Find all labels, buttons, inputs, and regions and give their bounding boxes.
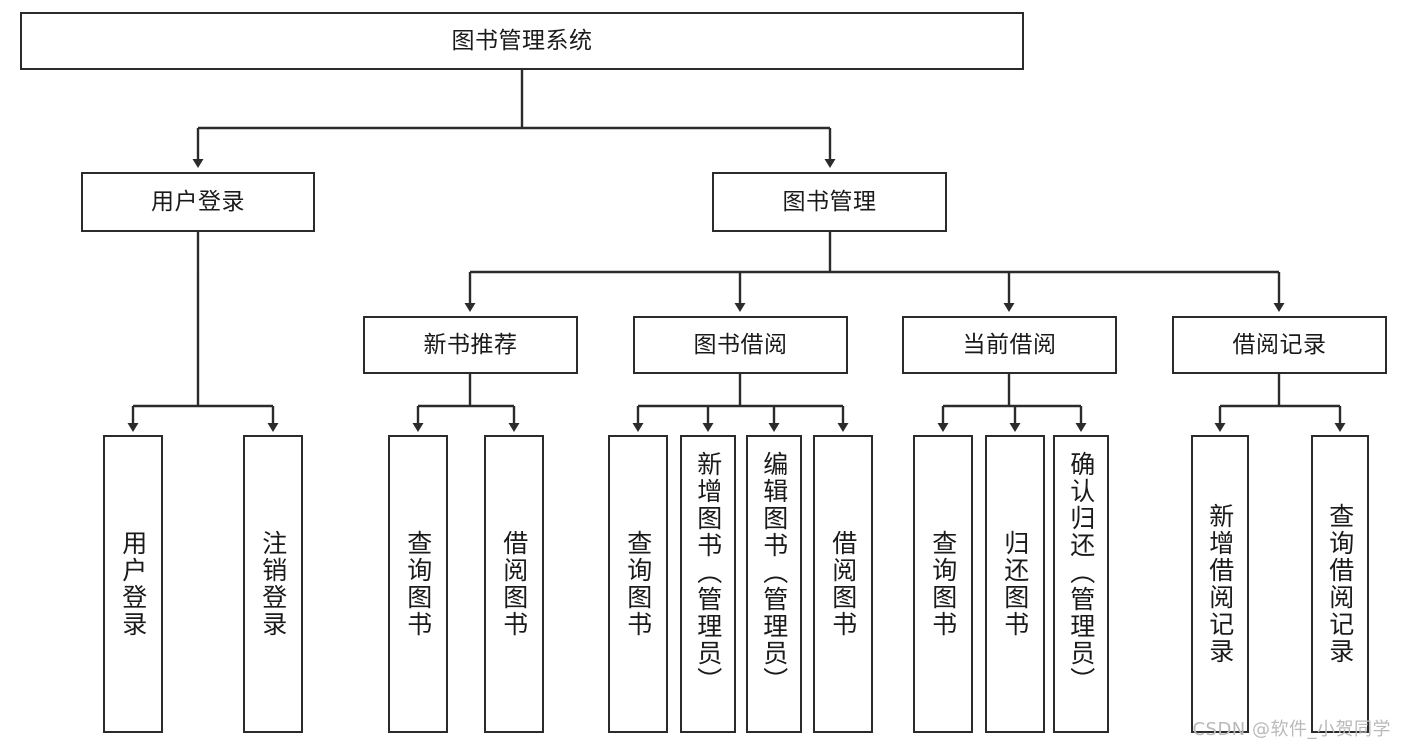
node-leaf-borrow-book-2-label: 借阅图书 xyxy=(828,530,858,638)
watermark-text: CSDN @软件_小贺同学 xyxy=(1192,719,1391,740)
node-leaf-query-book-2[interactable]: 查询图书 xyxy=(608,435,668,733)
node-user-login-label: 用户登录 xyxy=(151,188,245,215)
node-leaf-borrow-book-2[interactable]: 借阅图书 xyxy=(813,435,873,733)
node-leaf-return-book-label: 归还图书 xyxy=(1000,530,1030,638)
node-book-management-label: 图书管理 xyxy=(782,188,877,215)
node-leaf-add-book[interactable]: 新增图书（管理员） xyxy=(680,435,736,733)
node-borrow-records[interactable]: 借阅记录 xyxy=(1172,316,1387,374)
node-leaf-add-borrow-record[interactable]: 新增借阅记录 xyxy=(1191,435,1249,733)
node-leaf-logout-label: 注销登录 xyxy=(258,530,288,638)
node-leaf-query-book-1[interactable]: 查询图书 xyxy=(388,435,448,733)
node-leaf-user-login-label: 用户登录 xyxy=(118,530,148,638)
node-leaf-borrow-book-1[interactable]: 借阅图书 xyxy=(484,435,544,733)
node-leaf-query-borrow-record[interactable]: 查询借阅记录 xyxy=(1311,435,1369,733)
node-book-borrow[interactable]: 图书借阅 xyxy=(633,316,848,374)
node-leaf-add-borrow-record-label: 新增借阅记录 xyxy=(1205,503,1235,665)
node-leaf-query-borrow-record-label: 查询借阅记录 xyxy=(1325,503,1355,665)
node-current-borrow[interactable]: 当前借阅 xyxy=(902,316,1117,374)
node-leaf-add-book-label: 新增图书（管理员） xyxy=(693,451,723,694)
node-book-management[interactable]: 图书管理 xyxy=(712,172,947,232)
node-borrow-records-label: 借阅记录 xyxy=(1232,331,1327,358)
node-root-label: 图书管理系统 xyxy=(451,27,593,54)
node-current-borrow-label: 当前借阅 xyxy=(962,331,1057,358)
node-leaf-confirm-return-label: 确认归还（管理员） xyxy=(1066,451,1096,694)
node-leaf-query-book-2-label: 查询图书 xyxy=(623,530,653,638)
node-leaf-return-book[interactable]: 归还图书 xyxy=(985,435,1045,733)
node-root[interactable]: 图书管理系统 xyxy=(20,12,1024,70)
node-leaf-borrow-book-1-label: 借阅图书 xyxy=(499,530,529,638)
node-new-book-recommend[interactable]: 新书推荐 xyxy=(363,316,578,374)
node-leaf-user-login[interactable]: 用户登录 xyxy=(103,435,163,733)
node-leaf-query-book-3-label: 查询图书 xyxy=(928,530,958,638)
node-leaf-edit-book[interactable]: 编辑图书（管理员） xyxy=(746,435,802,733)
node-leaf-logout[interactable]: 注销登录 xyxy=(243,435,303,733)
node-leaf-query-book-1-label: 查询图书 xyxy=(403,530,433,638)
node-new-book-recommend-label: 新书推荐 xyxy=(423,331,518,358)
node-leaf-query-book-3[interactable]: 查询图书 xyxy=(913,435,973,733)
node-leaf-edit-book-label: 编辑图书（管理员） xyxy=(759,451,789,694)
node-leaf-confirm-return[interactable]: 确认归还（管理员） xyxy=(1053,435,1109,733)
node-book-borrow-label: 图书借阅 xyxy=(693,331,788,358)
node-user-login[interactable]: 用户登录 xyxy=(81,172,315,232)
